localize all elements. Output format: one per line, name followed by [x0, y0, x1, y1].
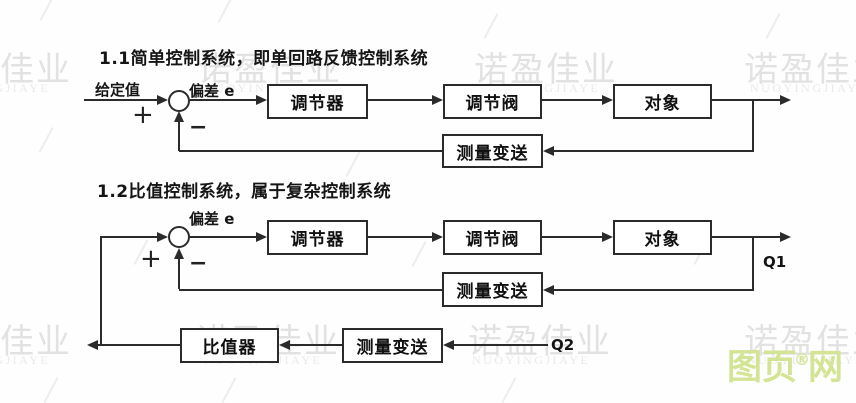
line-ratio-setpoint-up: [100, 237, 102, 346]
q2-label: Q2: [551, 336, 575, 354]
line-output-1: [712, 99, 780, 101]
line-feedback-up-2: [178, 258, 180, 289]
watermark-text-en: NUOYINGJIAYE: [472, 353, 591, 367]
line-3: [290, 344, 342, 346]
line-setpoint-1: [84, 99, 157, 101]
plus-sign-1: +: [132, 100, 154, 130]
watermark-text-cn: 诺盈佳业: [744, 50, 856, 90]
arrowhead-junction-in-1: [157, 95, 168, 105]
arrowhead-junction-bottom-1: [174, 111, 184, 122]
setpoint-label: 给定值: [95, 81, 141, 99]
arrowhead-valve-in-1: [432, 95, 443, 105]
watermark-text-en: NUOYINGJIAYE: [0, 353, 51, 367]
arrowhead-valve-in-2: [432, 232, 443, 242]
arrowhead-junction-in-2: [157, 232, 168, 242]
watermark-text-cn: 诺盈佳业: [474, 50, 618, 90]
line-feedback-up-1: [178, 121, 180, 151]
logo-text-left: 图页: [727, 348, 798, 388]
block-transmitter-2: 测量变送: [442, 272, 543, 307]
line-2: [190, 236, 256, 238]
line-1: [542, 99, 602, 101]
line-feedback-2: [179, 289, 442, 291]
arrowhead-plant-in-2: [602, 232, 613, 242]
block-transmitter-3: 测量变送: [342, 328, 443, 363]
plus-sign-2: +: [140, 244, 162, 274]
error-label-2: 偏差 e: [189, 210, 235, 228]
block-valve-1: 调节阀: [443, 84, 542, 119]
block-transmitter-1: 测量变送: [442, 134, 543, 168]
watermark-text-cn: 诺盈佳业: [0, 322, 72, 362]
summing-junction-2: [168, 226, 190, 248]
section-title-2: 1.2比值控制系统，属于复杂控制系统: [97, 182, 392, 202]
line-feedback-1: [554, 150, 754, 152]
line-output-2: [712, 236, 780, 238]
watermark-text-cn: 诺盈佳业: [0, 50, 72, 90]
arrowhead-controller-in-2: [256, 232, 267, 242]
line-2: [542, 236, 602, 238]
line-feedback-tap-2: [752, 237, 754, 290]
watermark-text-en: NUOYINGJIAYE: [750, 81, 856, 95]
registered-mark-icon: ®: [794, 350, 811, 369]
watermark-text-cn: 诺盈佳业: [198, 50, 342, 90]
line-1: [368, 99, 432, 101]
block-controller-1: 调节器: [267, 84, 368, 119]
block-ratio: 比值器: [180, 328, 279, 363]
watermark-text-en: NUOYINGJIAYE: [0, 81, 51, 95]
arrowhead-transmitter-in-2: [543, 285, 554, 295]
line-feedback-2: [554, 289, 754, 291]
arrowhead-transmitter-in-1: [543, 146, 554, 156]
arrowhead-plant-in-1: [602, 95, 613, 105]
minus-sign-2: −: [189, 251, 208, 276]
line-q2: [454, 344, 548, 346]
q1-label: Q1: [763, 253, 787, 271]
error-label-1: 偏差 e: [189, 82, 235, 100]
block-plant-2: 对象: [613, 220, 712, 255]
arrowhead-controller-in-1: [256, 95, 267, 105]
arrowhead-ratio-out: [87, 340, 98, 350]
arrowhead-ratio-in: [279, 340, 290, 350]
block-valve-2: 调节阀: [443, 220, 542, 255]
line-ratio-out: [98, 344, 180, 346]
watermark-text-cn: 诺盈佳业: [744, 322, 856, 362]
block-controller-2: 调节器: [267, 220, 368, 255]
logo-text-right: 网: [808, 348, 844, 388]
arrowhead-junction-bottom-2: [174, 248, 184, 259]
watermark-text-cn: 诺盈佳业: [468, 322, 612, 362]
logo-watermark: 图页®网: [727, 349, 843, 388]
line-2: [368, 236, 432, 238]
arrowhead-output-1: [780, 95, 791, 105]
line-feedback-tap-1: [752, 100, 754, 151]
line-setpoint-2: [100, 236, 157, 238]
section-title-1: 1.1简单控制系统，即单回路反馈控制系统: [99, 49, 429, 69]
arrowhead-transmitter3-in: [443, 340, 454, 350]
line-1: [190, 99, 256, 101]
watermark-text-en: NUOYINGJIAYE: [747, 353, 856, 367]
arrowhead-output-2: [780, 232, 791, 242]
minus-sign-1: −: [189, 115, 208, 140]
line-feedback-1: [179, 150, 442, 152]
block-plant-1: 对象: [613, 84, 712, 119]
